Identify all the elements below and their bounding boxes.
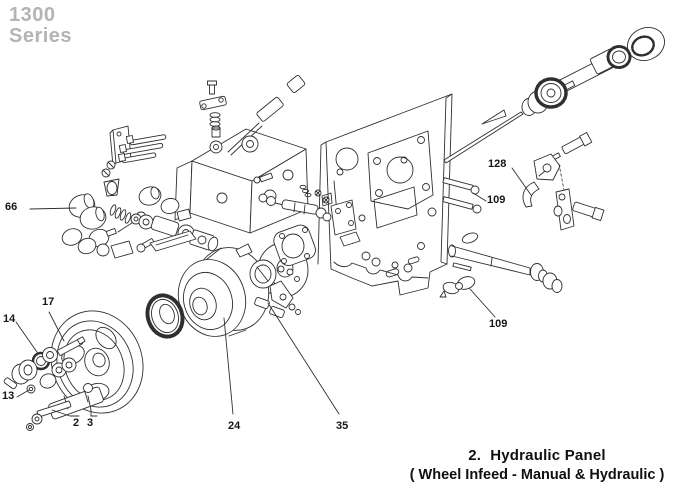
part-label-24: 24: [228, 420, 241, 432]
gear-shaft-assembly: [521, 27, 665, 116]
selector-shaft: [448, 244, 563, 293]
part-label-109b: 109: [489, 318, 508, 330]
figure-caption: 2. Hydraulic Panel ( Wheel Infeed - Manua…: [398, 447, 676, 483]
control-rod: [227, 74, 306, 156]
part-label-3: 3: [87, 417, 94, 429]
series-logo: 1300 Series: [9, 5, 72, 47]
part-label-13: 13: [2, 390, 15, 402]
figure-subtitle: ( Wheel Infeed - Manual & Hydraulic ): [409, 467, 665, 483]
part-label-109a: 109: [487, 194, 506, 206]
knob-cluster: [68, 178, 192, 253]
valve-spool-row: [61, 204, 219, 259]
mounting-bracket-pins: [101, 125, 167, 178]
part-label-128: 128: [488, 158, 507, 170]
linkage-parts: [522, 132, 605, 231]
spring-plunger-stack: [199, 80, 227, 138]
piston-and-plate: [253, 172, 361, 247]
series-logo-number: 1300: [9, 4, 56, 26]
figure-number: 2.: [468, 447, 482, 464]
gauge-bezel: [249, 259, 301, 319]
figure-title: Hydraulic Panel: [490, 447, 606, 464]
gear-ring: [145, 293, 185, 339]
part-label-66: 66: [5, 201, 18, 213]
panel-plate: [317, 93, 482, 296]
part-label-14: 14: [3, 313, 16, 325]
handwheel: [50, 310, 144, 414]
valve-block: [174, 128, 309, 234]
wheel-shaft-parts: [3, 336, 86, 394]
wing-lever: [439, 276, 476, 298]
part-label-17: 17: [42, 296, 55, 308]
pointer-rod: [443, 109, 524, 164]
series-logo-word: Series: [9, 24, 73, 47]
flange-plate: [273, 224, 316, 276]
part-label-2: 2: [73, 417, 80, 429]
figure-title-line: 2. Hydraulic Panel: [398, 447, 676, 464]
leader-lines: [15, 167, 532, 417]
feed-shaft-parts: [26, 383, 104, 431]
part-label-35: 35: [336, 420, 349, 432]
